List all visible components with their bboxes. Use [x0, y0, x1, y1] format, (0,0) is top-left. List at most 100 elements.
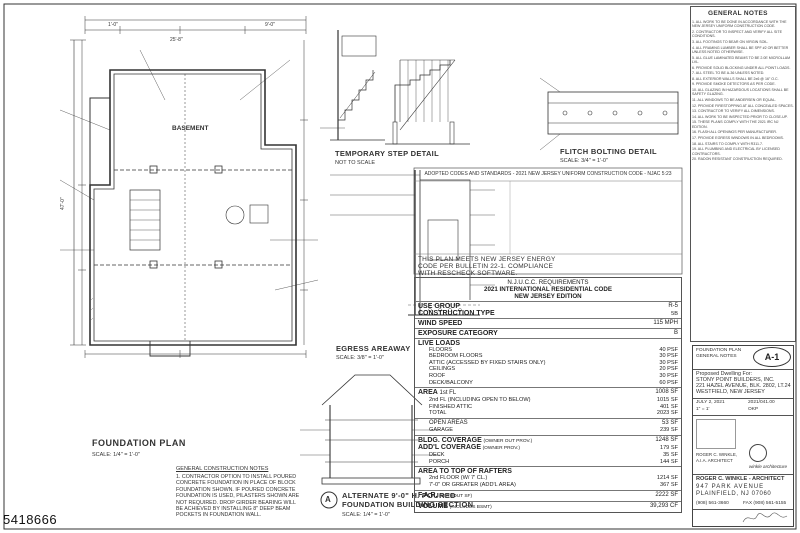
use-group-value: R-5: [668, 303, 678, 309]
flitch-bolting-title: FLITCH BOLTING DETAIL: [560, 147, 657, 156]
title-block-divider: [693, 509, 793, 510]
note-item: 14. ALL WORK TO BE INSPECTED PRIOR TO CL…: [692, 114, 788, 119]
live-load-item: CEILINGS 20 PSF: [415, 366, 681, 373]
use-group-label: USE GROUP: [418, 303, 461, 310]
plan-dim-top-label: 25'-8": [170, 37, 183, 43]
coverage-value: 35 SF: [663, 452, 678, 459]
note-item: 16. FLASH ALL OPENINGS PER MANUFACTURER.: [692, 130, 777, 135]
general-note-line: FOUNDATION IS USED, PILASTERS SHOWN ARE: [176, 493, 300, 500]
rafters-name: 2nd FLOOR (W/ 7' CL.): [429, 475, 488, 482]
temporary-step-drawing: [320, 30, 385, 141]
foundation-plan-scale: SCALE: 1/4" = 1'-0": [92, 452, 140, 458]
firm-street: 947 PARK AVENUE: [696, 484, 765, 490]
area-label: AREA: [418, 389, 438, 397]
note-item: 15. THESE PLANS COMPLY WITH THE 2021 IRC…: [692, 120, 779, 129]
live-load-value: 60 PSF: [659, 379, 678, 386]
title-block-divider: [693, 474, 793, 475]
title-block-divider: [693, 398, 793, 399]
live-load-name: ATTIC (ACCESSED BY FIXED STAIRS ONLY): [429, 359, 546, 366]
far-row: F.A.R. (WITHOUT SF) 2222 SF: [415, 489, 681, 501]
general-notes-title: GENERAL NOTES: [708, 10, 768, 17]
far-sub: (WITHOUT SF): [439, 493, 473, 499]
title-block: FOUNDATION PLAN GENERAL NOTES A-1 Propos…: [692, 345, 794, 527]
general-notes-text: 1. ALL WORK TO BE DONE IN ACCORDANCE WIT…: [692, 20, 794, 163]
exposure-value: B: [673, 329, 678, 336]
note-item: 20. RADON RESISTANT CONSTRUCTION REQUIRE…: [692, 157, 783, 162]
note-item: 8. ALL EXTERIOR WALLS SHALL BE 2x6 @ 16"…: [692, 76, 779, 81]
firm-name: ROGER C. WINKLE - ARCHITECT: [696, 476, 785, 482]
proposed-label: Proposed Dwelling For:: [696, 371, 753, 377]
energy-line-1: THIS PLAN MEETS NEW JERSEY ENERGY: [418, 256, 556, 263]
alternate-section-title-1: ALTERNATE 9'-0" H. POURED: [342, 491, 456, 500]
foundation-plan-title: FOUNDATION PLAN: [92, 438, 186, 448]
addl-coverage-row: ADD'L COVERAGE (OWNER PROV.) 179 SF: [415, 443, 681, 453]
alternate-section-drawing: [300, 374, 440, 509]
general-note-line: 1. CONTRACTOR OPTION TO INSTALL POURED: [176, 474, 297, 480]
general-note-line: NOT REQUIRED. DROP GIRDER BEARING WILL: [176, 499, 296, 506]
codes-box: [413, 167, 683, 275]
live-load-value: 20 PSF: [659, 366, 678, 373]
coverage-name: PORCH: [429, 458, 450, 465]
njucc-title: N.J.U.C.C. REQUIREMENTS: [507, 279, 589, 286]
requirements-table: N.J.U.C.C. REQUIREMENTS 2021 INTERNATION…: [414, 277, 682, 513]
architect-signature: [742, 512, 788, 523]
rafters-item: 7'-0" OR GREATER (ADD'L AREA)367 SF: [415, 482, 681, 490]
sheet-desc-2: GENERAL NOTES: [696, 354, 737, 359]
open-areas-value: 53 SF: [661, 419, 678, 426]
general-note-line: POCKETS IN FOUNDATION WALL.: [176, 512, 262, 519]
title-block-divider: [693, 415, 793, 416]
note-item: 9. PROVIDE SMOKE DETECTORS AS PER CODE.: [692, 82, 776, 87]
note-item: 10. ALL GLAZING IN HAZARDOUS LOCATIONS S…: [692, 87, 789, 97]
job-number: 2021/041.00: [748, 400, 775, 405]
addl-coverage-label: ADD'L COVERAGE: [418, 443, 481, 451]
note-item: 6. PROVIDE SOLID BLOCKING UNDER ALL POIN…: [692, 65, 791, 70]
coverage-value: 144 SF: [659, 458, 678, 465]
far-value: 2222 SF: [655, 491, 678, 498]
area-name: 2nd FL (INCLUDING OPEN TO BELOW): [429, 397, 531, 404]
rafters-name: 7'-0" OR GREATER (ADD'L AREA): [429, 481, 516, 488]
sheet-desc-1: FOUNDATION PLAN: [696, 348, 742, 353]
live-load-name: ROOF: [429, 372, 446, 379]
njucc-header: N.J.U.C.C. REQUIREMENTS 2021 INTERNATION…: [415, 278, 681, 301]
project-city: WESTFIELD, NEW JERSEY: [696, 389, 765, 395]
codes-heading: ADOPTED CODES AND STANDARDS - 2021 NEW J…: [424, 171, 672, 177]
garage-name: GARAGE: [429, 426, 453, 433]
general-notes-panel: [690, 6, 796, 342]
flitch-bolting-drawing: [539, 77, 679, 151]
alternate-section-scale: SCALE: 1/4" = 1'-0": [342, 512, 390, 518]
revision-box: [696, 419, 736, 449]
live-load-value: 30 PSF: [659, 353, 678, 360]
wind-speed-row: WIND SPEED 115 MPH: [415, 317, 681, 328]
area-item: 2nd FL (INCLUDING OPEN TO BELOW) 1015 SF: [415, 397, 681, 404]
live-load-value: 30 PSF: [659, 372, 678, 379]
open-areas-name: OPEN AREAS: [429, 419, 468, 426]
area-name: TOTAL: [429, 410, 447, 417]
njucc-edition: NEW JERSEY EDITION: [514, 293, 582, 300]
coverage-name: (OWNER OUT PROV.): [483, 438, 533, 444]
note-item: 13. CONTRACTOR TO VERIFY ALL DIMENSIONS.: [692, 109, 775, 114]
temporary-step-title: TEMPORARY STEP DETAIL: [335, 149, 439, 158]
live-load-name: CEILINGS: [429, 366, 456, 373]
volume-row: VOLUME (INCLUDES BSMT) 39,293 CF: [415, 500, 681, 512]
general-note-line: CONCRETE FOUNDATION IN PLACE OF BLOCK: [176, 480, 296, 487]
note-item: 12. PROVIDE FIRESTOPPING AT ALL CONCEALE…: [692, 103, 794, 108]
section-marker: A: [325, 495, 331, 504]
firm-phone: (908) 561-3660: [696, 501, 729, 506]
note-item: 18. ALL STAIRS TO COMPLY WITH R311.7.: [692, 141, 763, 146]
live-load-value: 30 PSF: [659, 359, 678, 366]
egress-areaway-scale: SCALE: 3/8" = 1'-0": [336, 355, 384, 361]
plan-dim-side-label: 47'-0": [60, 197, 66, 210]
egress-areaway-drawing: [330, 170, 495, 316]
construction-type-row: CONSTRUCTION TYPE 5B: [415, 310, 681, 318]
basement-label: BASEMENT: [172, 125, 209, 132]
temporary-step-scale: NOT TO SCALE: [335, 160, 376, 166]
area-value: 1015 SF: [656, 397, 678, 404]
note-item: 1. ALL WORK TO BE DONE IN ACCORDANCE WIT…: [692, 20, 787, 29]
live-load-item: ATTIC (ACCESSED BY FIXED STAIRS ONLY) 30 …: [415, 360, 681, 367]
live-load-item: ROOF 30 PSF: [415, 373, 681, 380]
